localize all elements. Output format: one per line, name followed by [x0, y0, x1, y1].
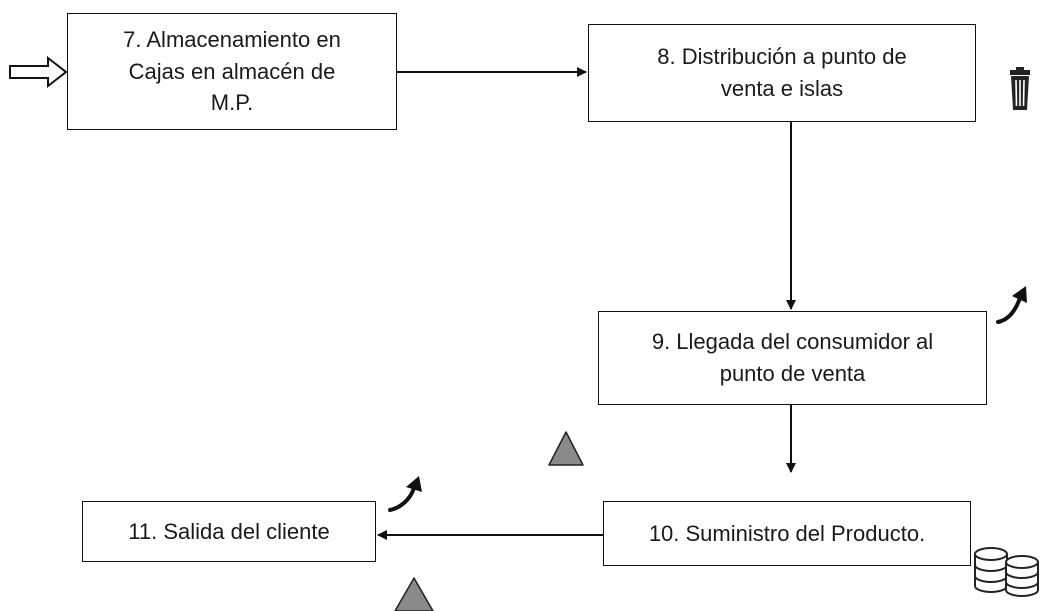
step-7-box: 7. Almacenamiento en Cajas en almacén de…	[67, 13, 397, 130]
step-8-box: 8. Distribución a punto de venta e islas	[588, 24, 976, 122]
curved-arrow-icon	[388, 476, 422, 512]
coins-stack-icon	[974, 547, 1039, 597]
step-9-label: 9. Llegada del consumidor al punto de ve…	[651, 329, 934, 386]
step-9-box: 9. Llegada del consumidor al punto de ve…	[598, 311, 987, 405]
step-10-box: 10. Suministro del Producto.	[603, 501, 971, 566]
triangle-icon	[548, 431, 584, 466]
step-11-box: 11. Salida del cliente	[82, 501, 376, 562]
entry-arrow	[9, 55, 68, 89]
step-11-label: 11. Salida del cliente	[128, 518, 330, 544]
triangle-icon	[394, 577, 434, 611]
step-7-label: 7. Almacenamiento en Cajas en almacén de…	[123, 26, 341, 116]
step-8-label: 8. Distribución a punto de venta e islas	[657, 44, 907, 101]
step-10-label: 10. Suministro del Producto.	[648, 520, 926, 546]
trash-icon	[1010, 67, 1030, 110]
curved-arrow-icon	[996, 286, 1027, 324]
